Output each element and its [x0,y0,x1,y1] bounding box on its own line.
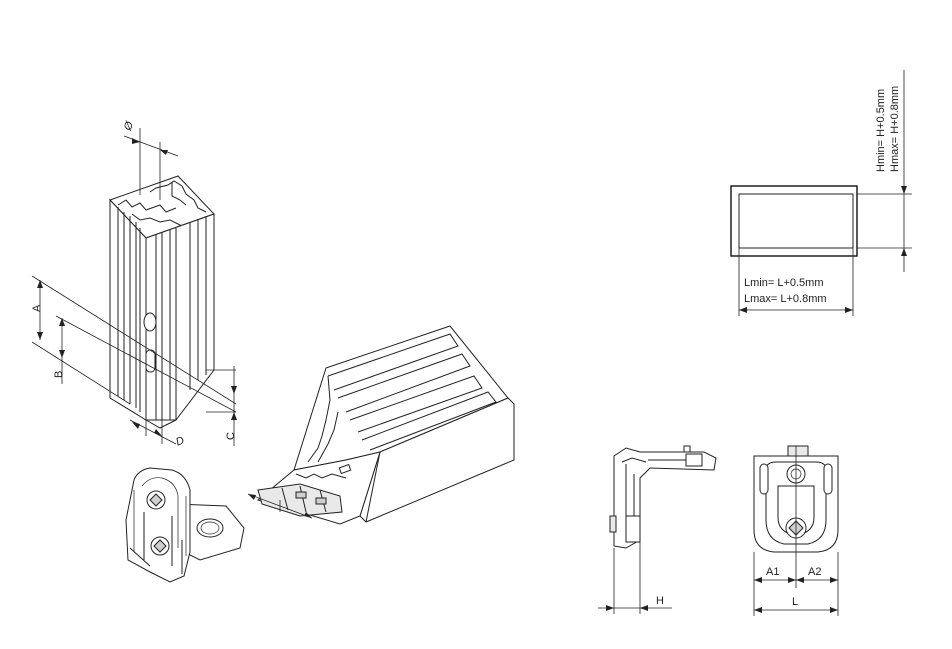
bracket-front-view: A1 A2 L [753,445,839,616]
label-b: B [53,371,65,378]
profile-with-bracket-isometric-view [247,325,515,525]
label-diameter: Ø [122,119,137,133]
dimension-a: A [31,275,237,405]
label-c: C [225,432,237,440]
tolerance-detail-view: Hmin= H+0.5mm Hmax= H+0.8mm Lmin= L+0.5m… [730,70,912,316]
profile-isometric-view [109,175,215,429]
label-a: A [31,304,43,312]
dimension-b: B [53,315,237,413]
label-hmax: Hmax= H+0.8mm [889,86,901,172]
label-d: D [174,435,186,449]
label-lmax: Lmax= L+0.8mm [744,293,827,305]
label-h: H [656,595,664,607]
dimension-diameter: Ø [122,119,179,200]
bracket-side-view: H [598,445,717,614]
label-a2: A2 [808,566,821,578]
label-l: L [792,596,798,608]
dimension-d: D [129,419,186,449]
label-lmin: Lmin= L+0.5mm [744,277,823,289]
label-hmin: Hmin= H+0.5mm [875,89,887,172]
corner-bracket-isometric-view [125,467,245,583]
dimension-c: C [206,366,237,446]
label-a1: A1 [766,566,779,578]
